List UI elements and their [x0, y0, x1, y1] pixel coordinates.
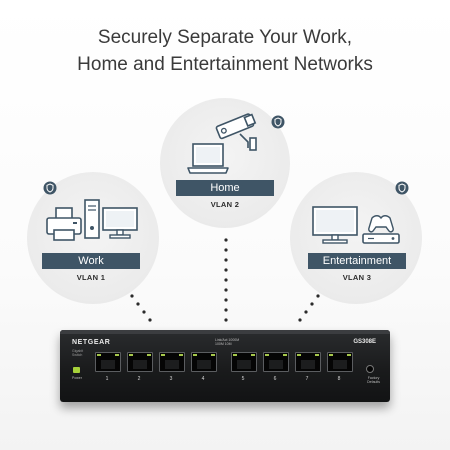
ethernet-port [191, 352, 217, 372]
port-led [329, 354, 333, 356]
laptop-icon [187, 143, 229, 174]
home-network-circle [160, 98, 290, 228]
printer-icon [46, 207, 82, 241]
ethernet-port [159, 352, 185, 372]
ethernet-port [231, 352, 257, 372]
port-led [297, 354, 301, 356]
port-jack [197, 360, 211, 369]
port-number: 3 [169, 376, 173, 382]
headline-line-2: Home and Entertainment Networks [77, 54, 373, 75]
port-led [265, 354, 269, 356]
port-led [315, 354, 319, 356]
switch-speed-line-2: 100M 10M [215, 342, 232, 346]
switch-subtext-line-1: Gigabit [72, 349, 84, 353]
security-camera-icon [215, 113, 257, 151]
switch-speed-legend: Link/Act 1000M 100M 10M [215, 338, 239, 346]
ethernet-port [327, 352, 353, 372]
switch-subtext-line-2: Switch [72, 353, 83, 357]
power-label: Power [72, 376, 82, 380]
port-led [283, 354, 287, 356]
headline-line-1: Securely Separate Your Work, [97, 27, 353, 48]
work-connector-dots [130, 294, 152, 322]
home-vlan-label: VLAN 2 [210, 200, 240, 209]
port-jack [101, 360, 115, 369]
entertainment-label: Entertainment [308, 253, 406, 269]
port-jack [165, 360, 179, 369]
tv-icon [312, 206, 358, 244]
switch-speed-line-1: Link/Act 1000M [215, 338, 240, 342]
home-connector-dots [224, 238, 228, 322]
work-vlan-label: VLAN 1 [76, 273, 106, 282]
power-led [73, 367, 80, 373]
switch-top-edge [60, 330, 390, 334]
factory-defaults-line-1: Factory [367, 376, 380, 380]
desktop-computer-icon [84, 199, 138, 239]
ethernet-port [127, 352, 153, 372]
headline: Securely Separate Your Work, Home and En… [0, 24, 450, 78]
switch-model: GS308E [353, 339, 376, 345]
port-led [193, 354, 197, 356]
network-switch: NETGEAR Gigabit Switch Link/Act 1000M 10… [60, 330, 390, 402]
shield-icon [43, 181, 57, 195]
port-led [251, 354, 255, 356]
shield-icon [395, 181, 409, 195]
port-jack [269, 360, 283, 369]
port-jack [333, 360, 347, 369]
entertainment-connector-dots [298, 294, 320, 322]
port-jack [237, 360, 251, 369]
port-led [115, 354, 119, 356]
port-number: 7 [305, 376, 309, 382]
port-number: 6 [273, 376, 277, 382]
shield-icon [271, 115, 285, 129]
port-led [179, 354, 183, 356]
port-led [161, 354, 165, 356]
port-jack [133, 360, 147, 369]
ethernet-port [295, 352, 321, 372]
port-number: 4 [201, 376, 205, 382]
entertainment-vlan-label: VLAN 3 [342, 273, 372, 282]
factory-defaults-label: Factory Defaults [367, 376, 380, 384]
port-led [97, 354, 101, 356]
factory-defaults-button[interactable] [366, 365, 374, 373]
port-led [147, 354, 151, 356]
port-led [347, 354, 351, 356]
ethernet-port [263, 352, 289, 372]
switch-subtext: Gigabit Switch [72, 349, 83, 357]
port-number: 2 [137, 376, 141, 382]
ethernet-port [95, 352, 121, 372]
switch-brand: NETGEAR [72, 339, 111, 346]
port-led [211, 354, 215, 356]
port-number: 8 [337, 376, 341, 382]
home-label: Home [176, 180, 274, 196]
port-led [233, 354, 237, 356]
port-number: 5 [241, 376, 245, 382]
port-number: 1 [105, 376, 109, 382]
factory-defaults-line-2: Defaults [367, 380, 380, 384]
port-led [129, 354, 133, 356]
port-jack [301, 360, 315, 369]
game-console-icon [362, 215, 400, 244]
work-label: Work [42, 253, 140, 269]
